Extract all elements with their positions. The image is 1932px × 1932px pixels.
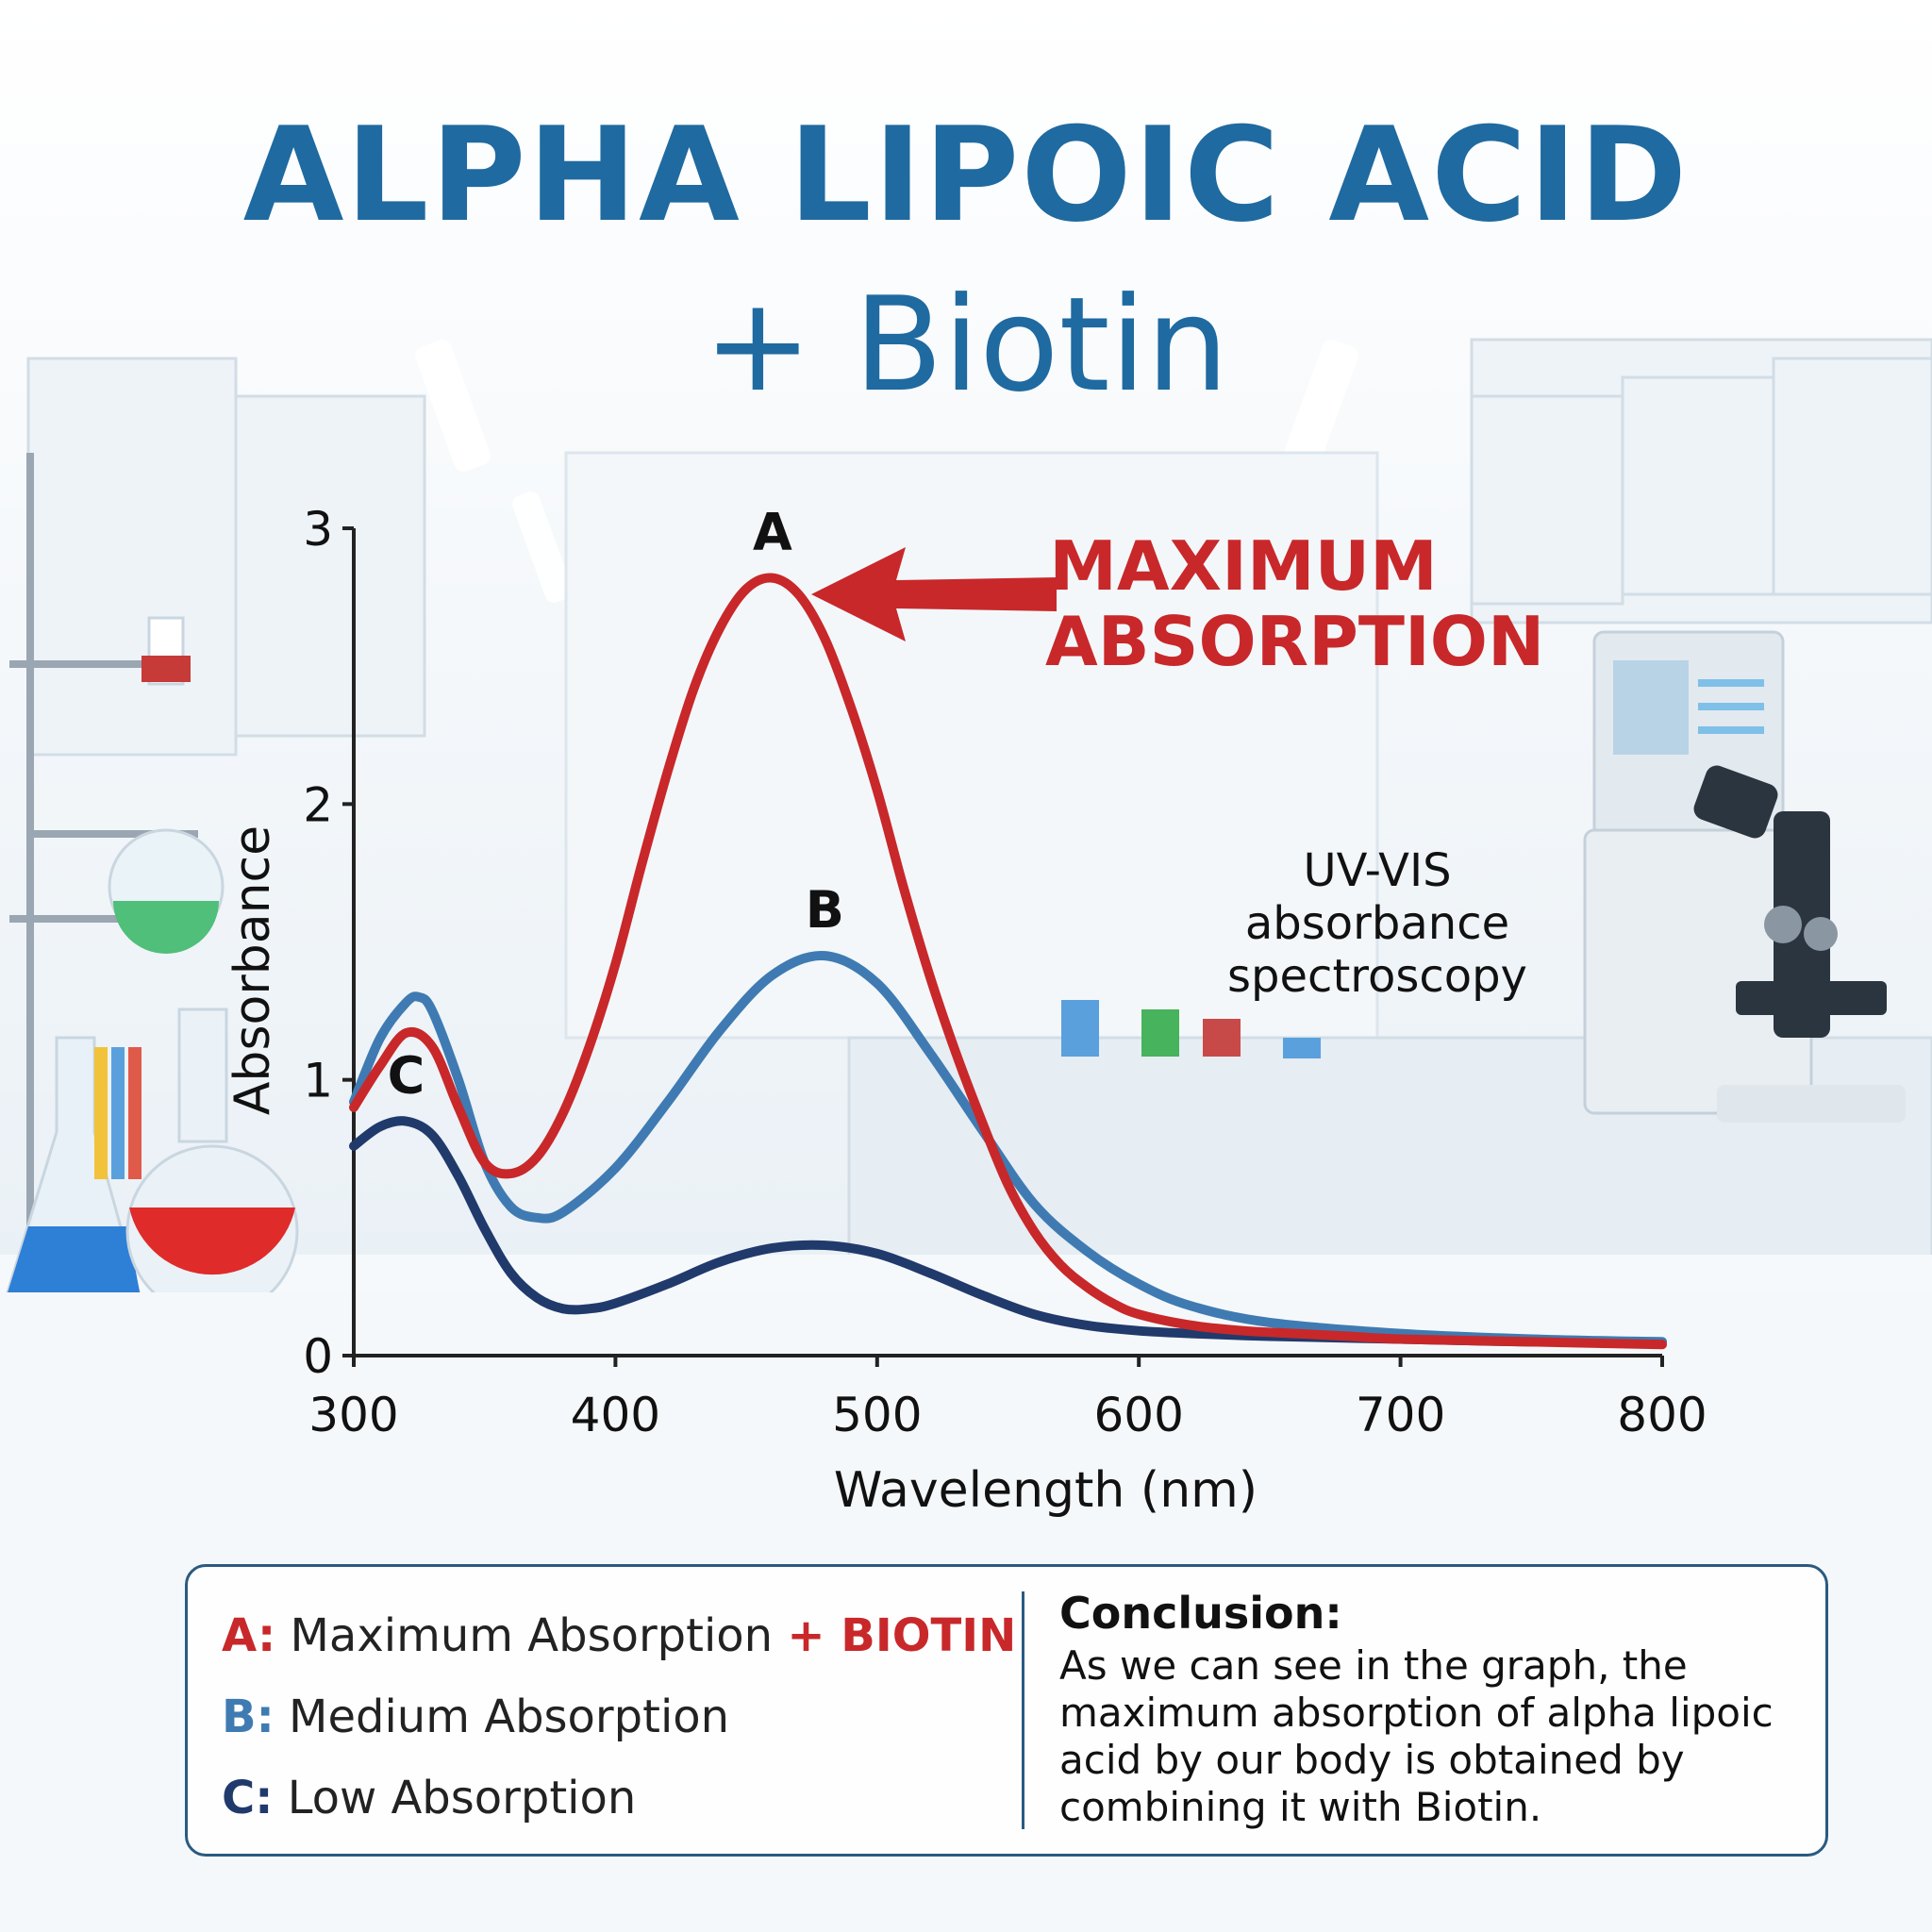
title-line-2: + Biotin	[703, 269, 1229, 421]
legend-item-c: C: Low Absorption	[222, 1757, 976, 1839]
legend-key-c: C:	[222, 1772, 274, 1824]
chart-labels-layer: C B A	[388, 503, 844, 1106]
legend: A: Maximum Absorption + BIOTIN B: Medium…	[222, 1595, 1016, 1839]
legend-item-b: B: Medium Absorption	[222, 1676, 976, 1757]
method-label: UV-VIS absorbance spectroscopy	[1179, 844, 1575, 1003]
legend-text-a: Maximum Absorption	[290, 1609, 774, 1662]
title-line-1: ALPHA LIPOIC ACID	[242, 99, 1690, 251]
x-tick-label-300: 300	[308, 1388, 398, 1442]
callout-line-1: MAXIMUM	[1049, 526, 1438, 606]
max-absorption-callout: MAXIMUM ABSORPTION	[1045, 526, 1545, 681]
x-tick-label-600: 600	[1093, 1388, 1183, 1442]
legend-key-b: B:	[222, 1690, 275, 1743]
series-line-c	[349, 1116, 1667, 1347]
chart-series-layer	[349, 573, 1667, 1350]
conclusion-title: Conclusion:	[1059, 1588, 1342, 1639]
y-tick-label-3: 3	[303, 502, 333, 557]
method-line-2: absorbance	[1244, 897, 1510, 950]
legend-item-a: A: Maximum Absorption + BIOTIN	[222, 1595, 1016, 1676]
y-tick-label-1: 1	[303, 1054, 333, 1108]
series-label-c: C	[388, 1046, 425, 1106]
x-tick-label-800: 800	[1617, 1388, 1707, 1442]
y-tick-label-2: 2	[303, 777, 333, 832]
legend-biotin: + BIOTIN	[787, 1609, 1017, 1662]
summary-panel: A: Maximum Absorption + BIOTIN B: Medium…	[185, 1564, 1828, 1857]
conclusion: Conclusion: As we can see in the graph, …	[1059, 1588, 1805, 1831]
callout-arrow	[811, 547, 1057, 641]
series-label-a: A	[753, 503, 792, 562]
legend-key-a: A:	[222, 1609, 276, 1662]
callout-line-2: ABSORPTION	[1045, 602, 1545, 681]
y-axis-title: Absorbance	[225, 825, 281, 1115]
x-tick-label-700: 700	[1356, 1388, 1445, 1442]
x-tick-label-500: 500	[832, 1388, 922, 1442]
series-label-b: B	[806, 880, 844, 940]
x-axis-title: Wavelength (nm)	[834, 1462, 1257, 1519]
panel-divider	[1022, 1591, 1024, 1829]
series-line-a	[349, 573, 1667, 1350]
method-line-1: UV-VIS	[1303, 844, 1452, 897]
method-line-3: spectroscopy	[1227, 950, 1527, 1003]
legend-text-c: Low Absorption	[287, 1772, 637, 1824]
conclusion-text: As we can see in the graph, the maximum …	[1059, 1642, 1774, 1830]
series-line-b	[349, 951, 1667, 1347]
y-tick-label-0: 0	[303, 1329, 333, 1384]
x-tick-label-400: 400	[571, 1388, 660, 1442]
legend-text-b: Medium Absorption	[289, 1690, 730, 1743]
